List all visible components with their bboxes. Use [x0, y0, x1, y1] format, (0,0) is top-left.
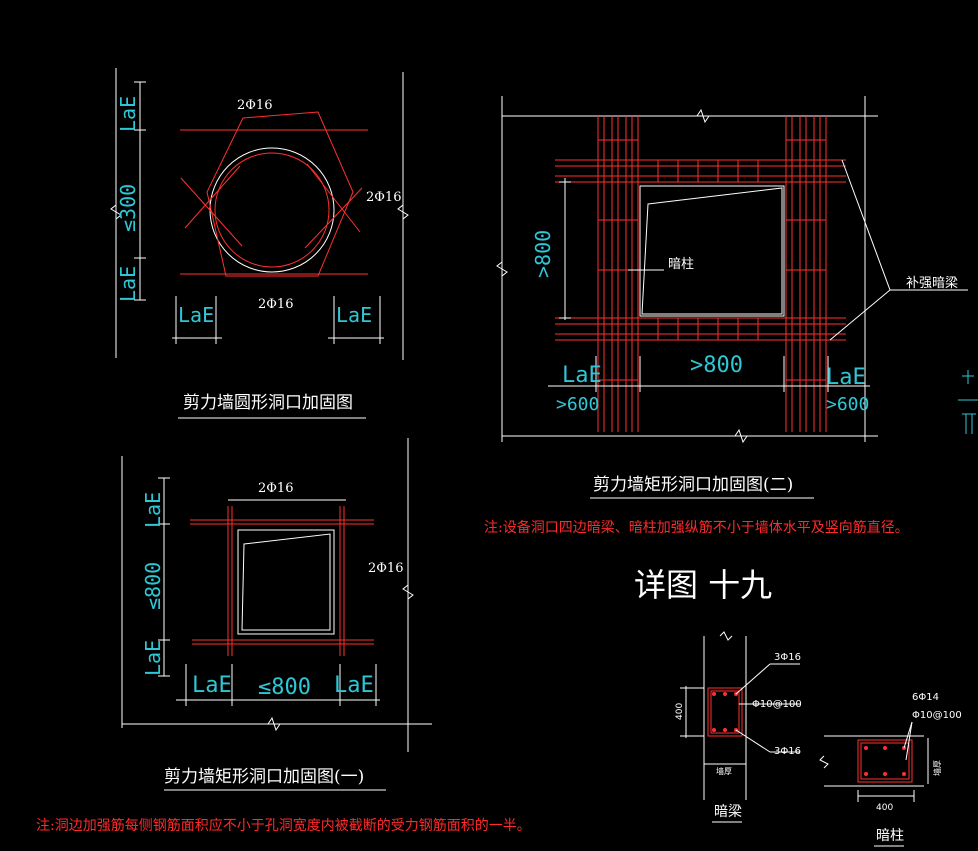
bar-label-circle-right: 2Φ16 — [366, 190, 401, 205]
lae-label-circle-top: LaE — [116, 96, 140, 132]
lae-label-rect1-bottom: LaE — [141, 640, 165, 676]
bar-phi10-anzhu: Φ10@100 — [912, 710, 962, 721]
lae-label-rect1-br: LaE — [334, 673, 374, 698]
lae-label-rect1-bl: LaE — [192, 673, 232, 698]
bar-label-rect1-right: 2Φ16 — [368, 561, 403, 576]
lae-label-rect2-right: LaE — [826, 365, 866, 390]
gt600-label-left: >600 — [556, 394, 599, 415]
gt800-label-vertical: >800 — [531, 230, 555, 278]
le800-label-horizontal: ≤800 — [258, 675, 311, 700]
rect2-opening-text: >800 暗柱 补强暗梁 LaE >600 >800 LaE >600 剪力墙矩… — [484, 230, 958, 604]
rect1-opening-text: LaE ≤800 LaE 2Φ16 2Φ16 LaE ≤800 LaE 剪力墙矩… — [36, 481, 531, 834]
rect1-opening-detail — [121, 438, 432, 791]
title-rect2: 剪力墙矩形洞口加固图(二) — [593, 475, 793, 495]
cropped-edge-marks — [958, 370, 978, 434]
lae-label-circle-br: LaE — [336, 303, 372, 327]
bar-3phi16-top: 3Φ16 — [774, 652, 801, 663]
dim-400-anzhu: 400 — [876, 803, 893, 813]
title-rect1: 剪力墙矩形洞口加固图(一) — [164, 767, 364, 787]
anzhu-label: 暗柱 — [668, 257, 694, 272]
dim-400-anliang: 400 — [675, 703, 685, 720]
title-detail: 详图 十九 — [634, 566, 772, 604]
lae-label-rect2-left: LaE — [562, 363, 602, 388]
qianghou-label-anliang: 墙厚 — [716, 766, 732, 776]
buqiang-anliang-label: 补强暗梁 — [906, 276, 958, 291]
anliang-section — [680, 631, 800, 823]
bar-label-rect1-top: 2Φ16 — [258, 481, 293, 496]
anliang-text: 3Φ16 Φ10@100 3Φ16 400 墙厚 暗梁 — [675, 652, 802, 820]
circle-opening-text: LaE ≤300 LaE 2Φ16 2Φ16 2Φ16 LaE LaE 剪力墙圆… — [116, 96, 401, 413]
rect2-opening-detail — [496, 96, 968, 499]
bar-6phi14: 6Φ14 — [912, 692, 939, 703]
le800-label-vertical: ≤800 — [141, 562, 165, 610]
anzhu-text: 6Φ14 Φ10@100 400 墙厚 暗柱 — [876, 692, 962, 844]
bar-label-circle-top: 2Φ16 — [237, 98, 272, 113]
lae-label-circle-bottom: LaE — [116, 266, 140, 302]
anzhu-caption: 暗柱 — [876, 828, 904, 844]
title-circle: 剪力墙圆形洞口加固图 — [183, 393, 353, 413]
bar-3phi16-bottom: 3Φ16 — [774, 746, 801, 757]
bar-label-circle-bottom: 2Φ16 — [258, 297, 293, 312]
bar-phi10-anliang: Φ10@100 — [752, 699, 802, 710]
gt800-label-horizontal: >800 — [690, 353, 743, 378]
lae-label-circle-bl: LaE — [178, 303, 214, 327]
qianghou-label-anzhu: 墙厚 — [932, 760, 942, 776]
note-rect2: 注:设备洞口四边暗梁、暗柱加强纵筋不小于墙体水平及竖向筋直径。 — [484, 519, 909, 536]
circle-opening-detail — [110, 68, 409, 419]
lae-label-rect1-top: LaE — [141, 492, 165, 528]
note-rect1: 注:洞边加强筋每侧钢筋面积应不小于孔洞宽度内被截断的受力钢筋面积的一半。 — [36, 817, 531, 834]
anzhu-section — [819, 721, 929, 847]
gt600-label-right: >600 — [826, 394, 869, 415]
le300-label: ≤300 — [116, 184, 140, 232]
anliang-caption: 暗梁 — [714, 804, 742, 820]
